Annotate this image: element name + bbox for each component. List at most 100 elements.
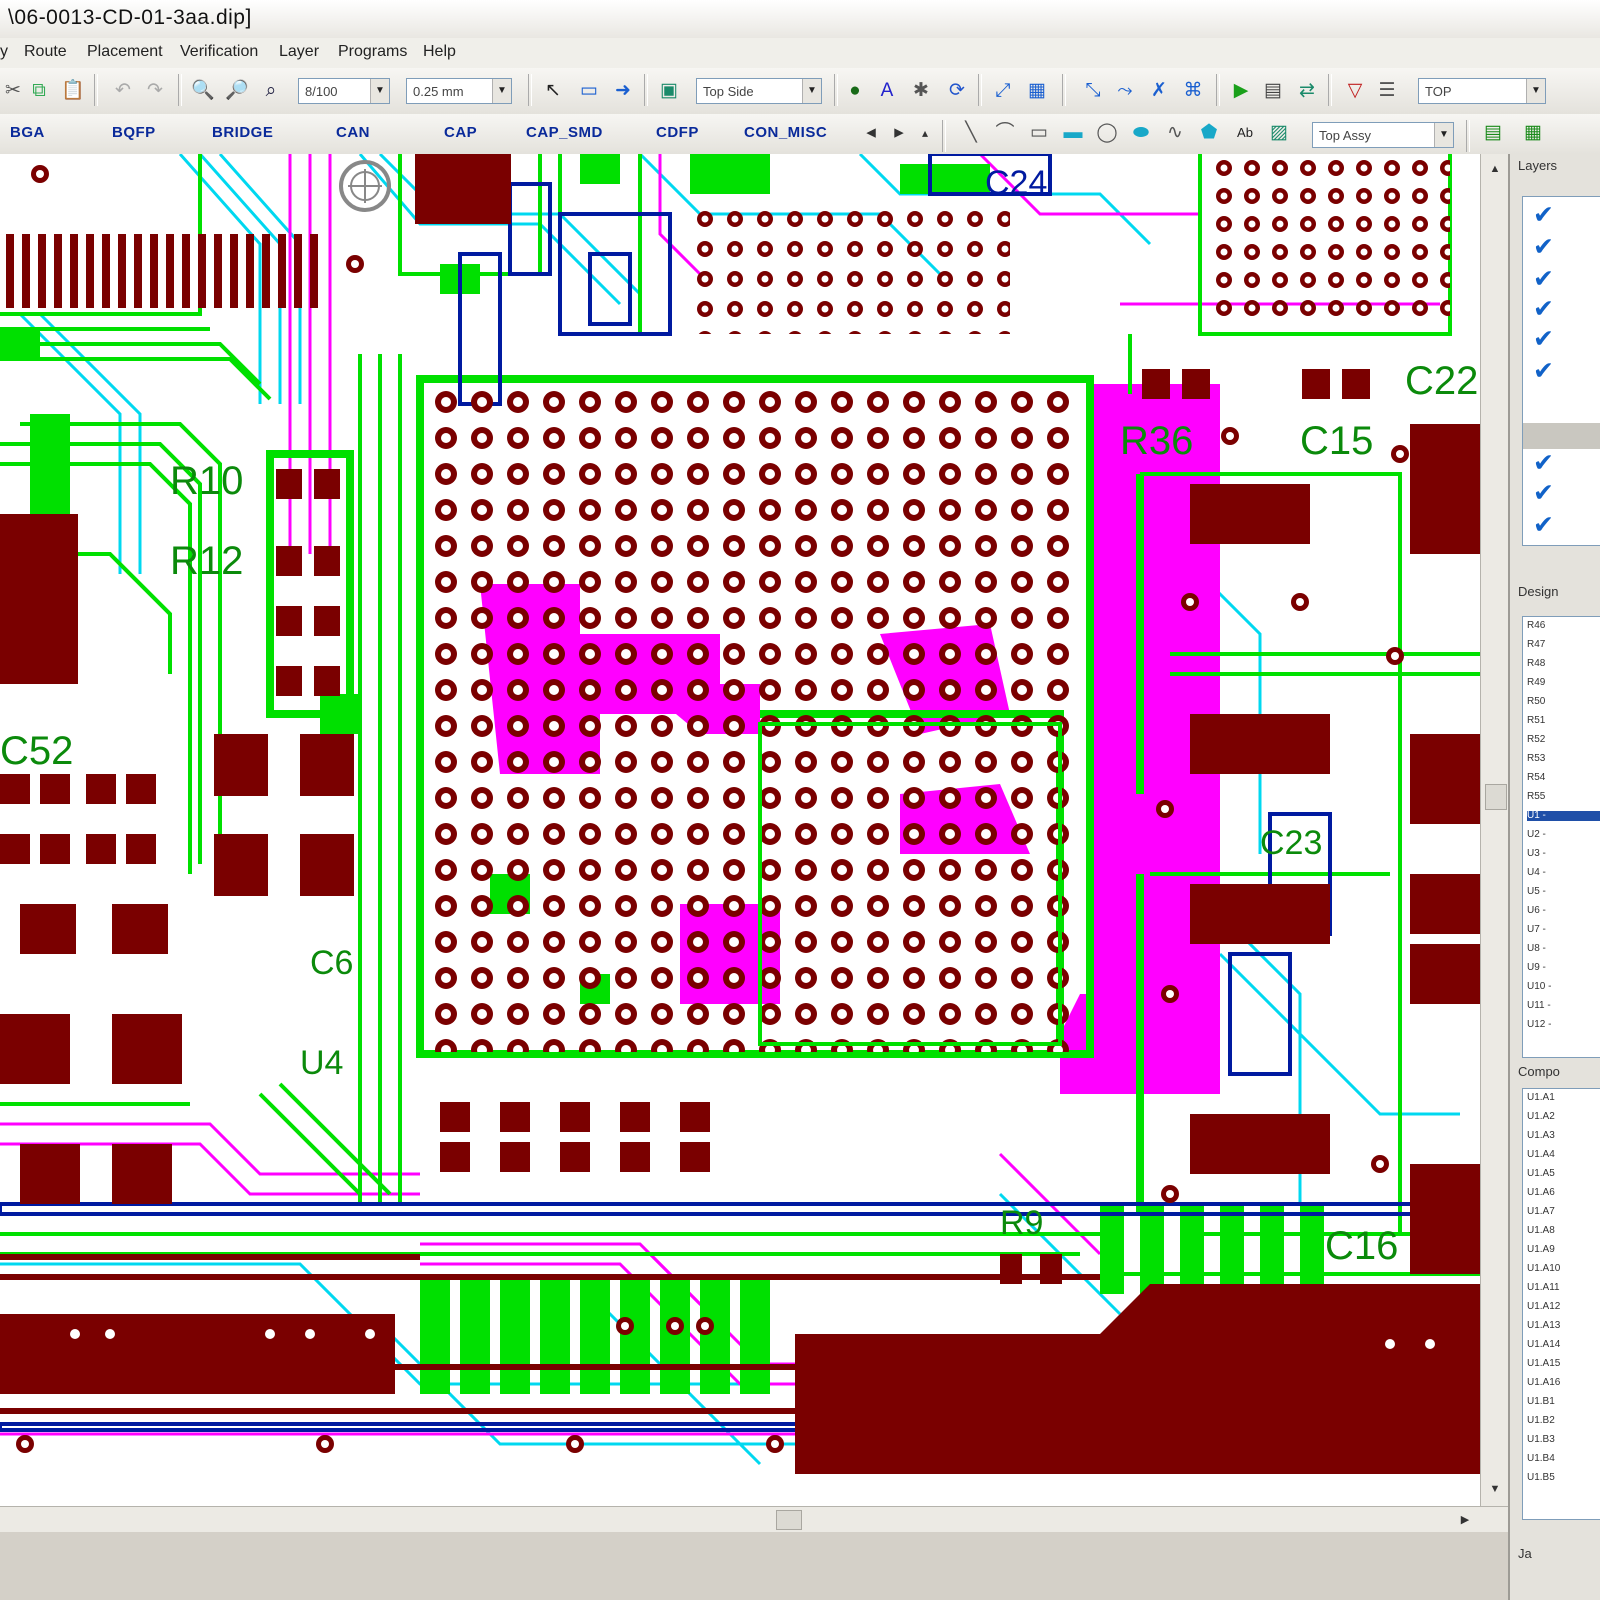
unroute-icon[interactable]: ✗ xyxy=(1151,80,1167,101)
grid-combo[interactable]: 8/100▼ xyxy=(298,78,390,104)
tabs-menu-icon[interactable]: ▴ xyxy=(921,126,929,140)
layer-visible-checkbox[interactable]: ✔ xyxy=(1533,265,1554,293)
cut-icon[interactable]: ✂ xyxy=(5,80,21,101)
via-icon[interactable]: ● xyxy=(849,80,861,101)
list-item[interactable]: U11 - xyxy=(1527,1000,1551,1011)
list-item[interactable]: U9 - xyxy=(1527,962,1546,973)
zoom-out-icon[interactable]: 🔎 xyxy=(225,80,249,101)
list-item[interactable]: U1 - xyxy=(1527,811,1600,821)
list-item[interactable]: U1.B2 xyxy=(1527,1415,1555,1426)
side-combo[interactable]: Top Side▼ xyxy=(696,78,822,104)
layer-visible-checkbox[interactable]: ✔ xyxy=(1533,449,1554,477)
text-icon[interactable]: A xyxy=(880,80,894,101)
layer-row-selected[interactable] xyxy=(1523,423,1600,449)
list-item[interactable]: U5 - xyxy=(1527,886,1546,897)
layer-visible-checkbox[interactable]: ✔ xyxy=(1533,479,1554,507)
list-item[interactable]: U8 - xyxy=(1527,943,1546,954)
pad-icon[interactable]: ✱ xyxy=(913,80,929,101)
layer-visible-checkbox[interactable]: ✔ xyxy=(1533,357,1554,385)
list-item[interactable]: R50 xyxy=(1527,696,1546,707)
sync-icon[interactable]: ⇄ xyxy=(1299,80,1315,101)
layer-visible-checkbox[interactable]: ✔ xyxy=(1533,511,1554,539)
drc-icon[interactable]: ▽ xyxy=(1347,80,1363,101)
board-icon[interactable]: ▦ xyxy=(1028,80,1046,101)
list-item[interactable]: R47 xyxy=(1527,639,1546,650)
refresh-icon[interactable]: ⟳ xyxy=(949,80,965,101)
list-item[interactable]: U1.A6 xyxy=(1527,1187,1555,1198)
menu-route[interactable]: Route xyxy=(24,43,67,60)
list-item[interactable]: U1.A1 xyxy=(1527,1092,1555,1103)
list-item[interactable]: U1.A8 xyxy=(1527,1225,1555,1236)
save-icon[interactable]: ▤ xyxy=(1264,80,1282,101)
library-tab-bga[interactable]: BGA xyxy=(10,124,45,141)
layer-visible-checkbox[interactable]: ✔ xyxy=(1533,325,1554,353)
play-icon[interactable]: ▶ xyxy=(1233,80,1249,101)
zoom-in-icon[interactable]: 🔍 xyxy=(191,80,215,101)
list-item[interactable]: U1.A15 xyxy=(1527,1358,1561,1369)
width-combo[interactable]: 0.25 mm▼ xyxy=(406,78,512,104)
chevron-down-icon[interactable]: ▼ xyxy=(370,79,389,103)
label-text-icon[interactable]: Ab xyxy=(1237,125,1253,140)
list-item[interactable]: U7 - xyxy=(1527,924,1546,935)
menu-verification[interactable]: Verification xyxy=(180,43,259,60)
list-item[interactable]: U6 - xyxy=(1527,905,1546,916)
layer-visible-checkbox[interactable]: ✔ xyxy=(1533,295,1554,323)
horizontal-scrollbar[interactable]: ▶ xyxy=(0,1506,1508,1533)
layer-visible-checkbox[interactable]: ✔ xyxy=(1533,233,1554,261)
list-item[interactable]: R52 xyxy=(1527,734,1546,745)
list-item[interactable]: U1.A16 xyxy=(1527,1377,1561,1388)
list-item[interactable]: U1.A4 xyxy=(1527,1149,1555,1160)
chevron-down-icon[interactable]: ▼ xyxy=(1434,123,1453,147)
chevron-down-icon[interactable]: ▼ xyxy=(1526,79,1545,103)
polyline-icon[interactable]: ∿ xyxy=(1167,122,1183,143)
list-item[interactable]: U1.A7 xyxy=(1527,1206,1555,1217)
scroll-up-icon[interactable]: ▲ xyxy=(1489,163,1501,175)
list-item[interactable]: U1.B5 xyxy=(1527,1472,1555,1483)
vertical-scrollbar[interactable]: ▲ ▼ xyxy=(1480,154,1509,1506)
list-item[interactable]: U1.A11 xyxy=(1527,1282,1560,1293)
assy-combo[interactable]: Top Assy▼ xyxy=(1312,122,1454,148)
list-item[interactable]: U1.A14 xyxy=(1527,1339,1561,1350)
list-item[interactable]: U1.B4 xyxy=(1527,1453,1555,1464)
list-item[interactable]: R54 xyxy=(1527,772,1546,783)
ellipse-icon[interactable]: ◯ xyxy=(1096,122,1118,143)
list-item[interactable]: U1.B1 xyxy=(1527,1396,1555,1407)
list-item[interactable]: R48 xyxy=(1527,658,1546,669)
filled-rectangle-icon[interactable]: ▬ xyxy=(1063,122,1083,143)
scroll-right-icon[interactable]: ▶ xyxy=(1460,1514,1470,1526)
vertical-scroll-thumb[interactable] xyxy=(1485,784,1507,810)
list-item[interactable]: U4 - xyxy=(1527,867,1546,878)
diagonal-route-icon[interactable]: ⤢ xyxy=(995,80,1011,101)
polygon-icon[interactable]: ⬟ xyxy=(1200,122,1218,143)
line-icon[interactable]: ╲ xyxy=(965,122,977,143)
list-item[interactable]: R55 xyxy=(1527,791,1546,802)
move-icon[interactable]: ▭ xyxy=(580,80,598,101)
zoom-fit-icon[interactable]: ⌕ xyxy=(265,80,277,101)
copy-icon[interactable]: ⧉ xyxy=(32,80,46,101)
list-item[interactable]: U1.A5 xyxy=(1527,1168,1555,1179)
layers-list[interactable]: ✔ ✔ ✔ ✔ ✔ ✔ ✔ ✔ ✔ xyxy=(1522,196,1600,546)
library-tab-bqfp[interactable]: BQFP xyxy=(112,124,156,141)
menu-layer[interactable]: Layer xyxy=(279,43,320,60)
rectangle-icon[interactable]: ▭ xyxy=(1030,122,1048,143)
horizontal-scroll-thumb[interactable] xyxy=(776,1510,802,1530)
list-item[interactable]: U2 - xyxy=(1527,829,1546,840)
properties-icon[interactable]: ▤ xyxy=(1484,122,1502,143)
chevron-down-icon[interactable]: ▼ xyxy=(492,79,511,103)
layers-panel-icon[interactable]: ▦ xyxy=(1524,122,1542,143)
arrow-right-icon[interactable]: ➜ xyxy=(615,80,631,101)
redo-icon[interactable]: ↷ xyxy=(147,80,163,101)
component-icon[interactable]: ▣ xyxy=(660,80,678,101)
list-item[interactable]: U10 - xyxy=(1527,981,1552,992)
route-icon[interactable]: ⤡ xyxy=(1085,80,1101,101)
autoroute-icon[interactable]: ⤳ xyxy=(1117,80,1133,101)
list-item[interactable]: R46 xyxy=(1527,620,1546,631)
list-item[interactable]: R51 xyxy=(1527,715,1546,726)
library-tab-can[interactable]: CAN xyxy=(336,124,370,141)
chevron-down-icon[interactable]: ▼ xyxy=(802,79,821,103)
paste-icon[interactable]: 📋 xyxy=(61,80,85,101)
arc-icon[interactable]: ⌒ xyxy=(995,122,1015,143)
scroll-down-icon[interactable]: ▼ xyxy=(1489,1483,1501,1495)
